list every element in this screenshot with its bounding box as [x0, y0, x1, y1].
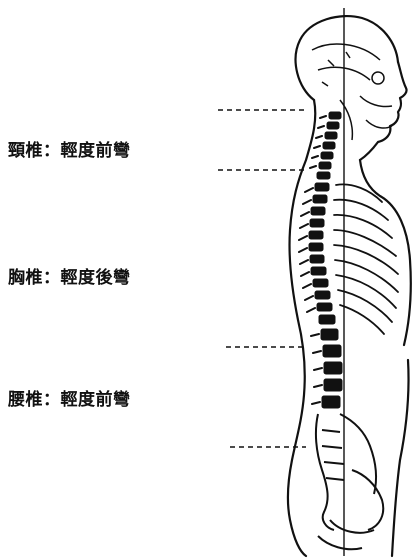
thoracic-spine-label: 胸椎：輕度後彎	[8, 263, 131, 288]
cervical-spine-label: 頸椎：輕度前彎	[8, 136, 131, 161]
sacrum-pelvis	[316, 414, 383, 549]
lumbar-spine-label: 腰椎：輕度前彎	[8, 385, 131, 410]
